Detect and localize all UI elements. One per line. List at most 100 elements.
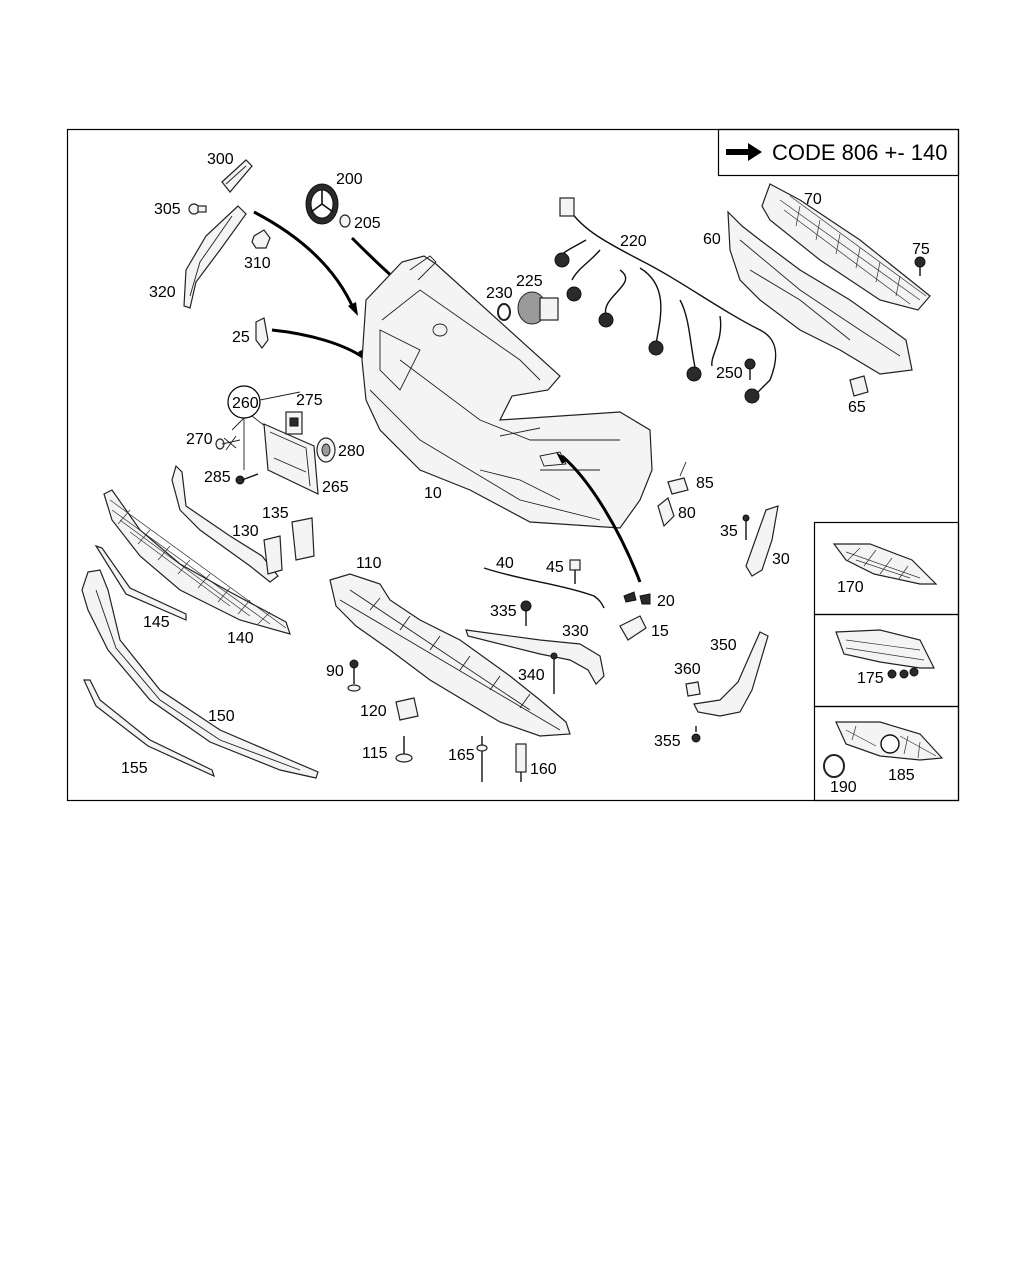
label-285: 285 — [204, 469, 231, 486]
leader-300 — [253, 210, 356, 311]
label-90: 90 — [326, 663, 344, 680]
part-305-screw — [188, 203, 207, 215]
label-30: 30 — [772, 551, 790, 568]
label-15: 15 — [651, 623, 669, 640]
part-130-bracket — [171, 464, 279, 583]
label-250: 250 — [716, 365, 743, 382]
part-65-cap — [849, 375, 869, 397]
label-70: 70 — [804, 191, 822, 208]
label-65: 65 — [848, 399, 866, 416]
label-170: 170 — [837, 579, 864, 596]
label-190: 190 — [830, 779, 857, 796]
label-280: 280 — [338, 443, 365, 460]
part-320-trim — [183, 205, 247, 309]
leader-25 — [271, 328, 365, 360]
label-335: 335 — [490, 603, 517, 620]
part-330-molding — [465, 629, 605, 685]
label-185: 185 — [888, 767, 915, 784]
label-270: 270 — [186, 431, 213, 448]
label-310: 310 — [244, 255, 271, 272]
part-80-clip — [657, 496, 675, 528]
label-230: 230 — [486, 285, 513, 302]
label-160: 160 — [530, 761, 557, 778]
arrow-right-icon — [726, 143, 762, 161]
part-270-rivet — [215, 435, 241, 451]
group-260-line — [231, 391, 301, 470]
part-115-screw — [395, 736, 413, 763]
part-190-ring — [823, 754, 845, 778]
part-310-clip — [251, 229, 271, 249]
part-230-ring — [497, 303, 511, 321]
part-85-clip — [667, 461, 689, 495]
part-275-clip — [285, 411, 303, 435]
part-15-cover — [619, 615, 647, 641]
label-305: 305 — [154, 201, 181, 218]
part-35-screw — [742, 514, 750, 540]
label-60: 60 — [703, 231, 721, 248]
part-10-bumper — [361, 255, 653, 529]
label-85: 85 — [696, 475, 714, 492]
part-140-grille — [103, 489, 291, 635]
diagram-frame — [66, 128, 960, 802]
label-200: 200 — [336, 171, 363, 188]
part-200-emblem — [305, 183, 339, 225]
label-150: 150 — [208, 708, 235, 725]
label-25: 25 — [232, 329, 250, 346]
part-90-bolt — [347, 659, 361, 692]
label-260: 260 — [232, 395, 259, 412]
part-45-clip — [569, 559, 581, 584]
part-300-cover — [221, 159, 253, 193]
label-360: 360 — [674, 661, 701, 678]
label-80: 80 — [678, 505, 696, 522]
code-box — [717, 128, 960, 177]
part-75-screw — [914, 256, 926, 276]
part-355-screw — [691, 726, 701, 743]
label-110: 110 — [356, 555, 382, 572]
part-60-carrier — [727, 210, 913, 375]
part-220-harness — [554, 197, 777, 404]
label-300: 300 — [207, 151, 234, 168]
label-45: 45 — [546, 559, 564, 576]
label-330: 330 — [562, 623, 589, 640]
label-145: 145 — [143, 614, 170, 631]
label-75: 75 — [912, 241, 930, 258]
part-350-bracket — [693, 631, 769, 717]
label-275: 275 — [296, 392, 323, 409]
label-10: 10 — [424, 485, 442, 502]
label-130: 130 — [232, 523, 259, 540]
label-265: 265 — [322, 479, 349, 496]
label-175: 175 — [857, 670, 884, 687]
part-285-screw — [235, 473, 259, 485]
part-70-absorber — [761, 183, 931, 311]
part-335-bolt — [520, 600, 532, 626]
part-175-grille-lamp — [835, 629, 935, 679]
label-140: 140 — [227, 630, 254, 647]
part-165-pin — [476, 736, 488, 782]
part-250-screw — [744, 358, 756, 380]
part-30-bracket — [745, 505, 779, 577]
label-35: 35 — [720, 523, 738, 540]
part-360-clip — [685, 681, 701, 697]
part-110-undertray — [329, 573, 571, 737]
label-40: 40 — [496, 555, 514, 572]
part-265-plate — [263, 423, 319, 495]
part-205-nut — [339, 214, 351, 228]
label-115: 115 — [362, 745, 388, 762]
part-40-strip — [483, 567, 605, 609]
part-145-strip — [94, 544, 187, 621]
label-120: 120 — [360, 703, 387, 720]
part-20-tab — [623, 591, 651, 605]
label-135: 135 — [262, 505, 289, 522]
part-150-spoiler — [81, 569, 319, 779]
inset-box-185 — [813, 705, 960, 802]
part-225-sensor — [517, 291, 559, 325]
part-340-fastener — [550, 652, 558, 694]
label-155: 155 — [121, 760, 148, 777]
label-320: 320 — [149, 284, 176, 301]
part-160-clip — [515, 743, 527, 782]
label-355: 355 — [654, 733, 681, 750]
part-185-fog-grille — [835, 721, 944, 761]
part-120-nut — [395, 697, 419, 721]
code-text: CODE 806 +- 140 — [772, 140, 947, 165]
part-280-grommet — [316, 437, 336, 463]
